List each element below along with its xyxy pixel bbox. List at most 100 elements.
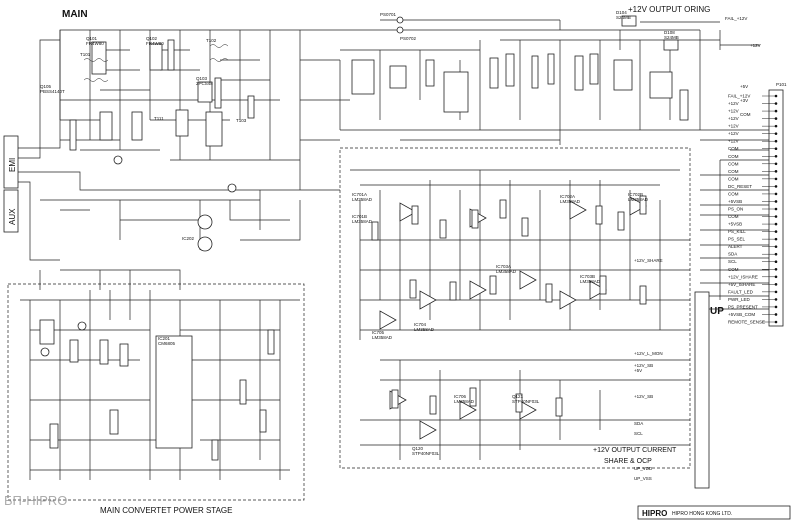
connector-pin <box>774 245 778 248</box>
connector-pin-label: COM <box>728 154 739 159</box>
connector-pin-label: COM <box>728 146 739 151</box>
connector-pins: FAIL_+12V+12V+12V+12V+12V+12V+12VCOMCOMC… <box>728 94 778 325</box>
side-signal-label: +12V_L_MON <box>634 351 663 356</box>
op-amp <box>569 200 587 220</box>
connector-pin-label: SCL <box>728 259 737 264</box>
component-label: Q121 <box>512 394 524 399</box>
component-value: LM358AD <box>372 335 393 340</box>
connector-pin <box>774 222 778 226</box>
side-signal-label: UP_VSS <box>634 476 652 481</box>
connector-pin <box>774 230 778 233</box>
connector-pin <box>774 275 778 279</box>
component-value: FR4W80 <box>146 41 164 46</box>
connector-pin-label: PS_ON <box>728 207 743 212</box>
component-label: IC702B <box>628 192 643 197</box>
rail-fail-label: FAIL_+12V <box>725 16 747 21</box>
connector-pin-label: +5VSB_COM <box>728 312 755 317</box>
connector-pin-label: COM <box>728 169 739 174</box>
rail-5v-label: +5V <box>740 84 748 89</box>
side-signal-label: SCL <box>634 431 643 436</box>
connector-pin <box>774 170 778 173</box>
connector-pin <box>774 252 778 256</box>
connector-pin-label: +12V <box>728 124 739 129</box>
connector-pin-label: PS_KILL <box>728 229 746 234</box>
current-share-block <box>339 147 691 469</box>
emi-label: EMI <box>8 158 17 172</box>
connector-pin <box>774 124 778 128</box>
connector-pin <box>774 109 778 113</box>
component-label: PS0702 <box>400 36 417 41</box>
aux-label: AUX <box>8 208 17 225</box>
connector-pin-label: FAIL_+12V <box>728 94 750 99</box>
share-ocp-title: SHARE & OCP <box>604 458 652 465</box>
title-block <box>637 505 791 520</box>
connector-name: P101 <box>776 82 787 87</box>
component-value: CM6805 <box>158 341 176 346</box>
connector-pin <box>774 237 778 241</box>
component-label: D104 <box>616 10 627 15</box>
main-converter-block <box>7 283 305 501</box>
main-title: MAIN <box>62 9 88 20</box>
component-label: T111 <box>154 116 164 121</box>
connector-pin-label: ALERT <box>728 244 743 249</box>
component-labels: Q101FR4W80Q102FR4W80Q1032PCS48Q105PBSS41… <box>40 10 679 456</box>
op-amp <box>469 280 487 300</box>
component-label: IC702A <box>560 194 575 199</box>
side-signal-labels: +12V_SHARE+12V_L_MON+12V_SB+5V+12V_SBSDA… <box>634 258 663 481</box>
connector-pin <box>774 207 778 211</box>
component-label: D108 <box>664 30 675 35</box>
connector-pin-label: +5V_ISHARE <box>728 282 755 287</box>
connector-pin-label: +12V <box>728 139 739 144</box>
component-value: LM358AD <box>580 279 601 284</box>
side-signal-label: +12V_SB <box>634 394 653 399</box>
share-ocp-components <box>371 195 647 417</box>
component-value: PBSS4140T <box>40 89 65 94</box>
connector-pin <box>774 162 778 166</box>
component-label: IC703A <box>496 264 511 269</box>
component-value: 2PCS48 <box>196 81 213 86</box>
side-signal-label: +12V_SB <box>634 363 653 368</box>
connector-pin-label: SDA <box>728 252 737 257</box>
component-value: LM358AD <box>414 327 435 332</box>
op-amp <box>419 420 437 440</box>
rail-gnd-label: COM <box>740 112 751 117</box>
component-label: IC706 <box>454 394 467 399</box>
connector-pin-label: +5VSB <box>728 222 742 227</box>
main-converter-title: MAIN CONVERTET POWER STAGE <box>100 506 232 515</box>
emi-block <box>3 135 19 189</box>
op-amp <box>629 196 647 216</box>
side-signal-label: +5V <box>634 368 642 373</box>
footer-logo: HIPRO <box>642 509 667 518</box>
rail-3v-label: +3V <box>740 98 748 103</box>
connector-pin <box>774 154 778 158</box>
component-value: LM358AD <box>496 269 517 274</box>
component-label: Q120 <box>412 446 424 451</box>
primary-components <box>69 39 255 252</box>
ic201-chip <box>155 335 193 449</box>
component-label: Q102 <box>146 36 158 41</box>
component-label: Q105 <box>40 84 52 89</box>
secondary-top-components <box>351 15 689 121</box>
connector-pin <box>774 283 778 286</box>
component-value: LM358AD <box>352 197 373 202</box>
footer-company: HIPRO HONG KONG LTD. <box>672 511 732 517</box>
op-amp <box>559 290 577 310</box>
connector-pin <box>774 185 778 188</box>
connector-pin-label: PS_SEL <box>728 237 746 242</box>
connector-pin-label: +12V <box>728 101 739 106</box>
side-signal-label: UP_VDD <box>634 466 653 471</box>
component-label: IC705 <box>372 330 385 335</box>
op-amp <box>419 290 437 310</box>
connector-pin <box>774 117 778 120</box>
connector-pin-label: COM <box>728 214 739 219</box>
side-signal-label: +12V_SHARE <box>634 258 663 263</box>
connector-pin-label: PWR_LED <box>728 297 751 302</box>
component-label: Q103 <box>196 76 208 81</box>
output-current-title: +12V OUTPUT CURRENT <box>593 447 677 454</box>
connector-pin <box>774 147 778 151</box>
op-amp-group <box>379 196 647 440</box>
primary-section-wiring <box>18 29 350 261</box>
connector-pin-label: COM <box>728 161 739 166</box>
side-signal-label: SDA <box>634 421 643 426</box>
component-label: IC701A <box>352 192 367 197</box>
